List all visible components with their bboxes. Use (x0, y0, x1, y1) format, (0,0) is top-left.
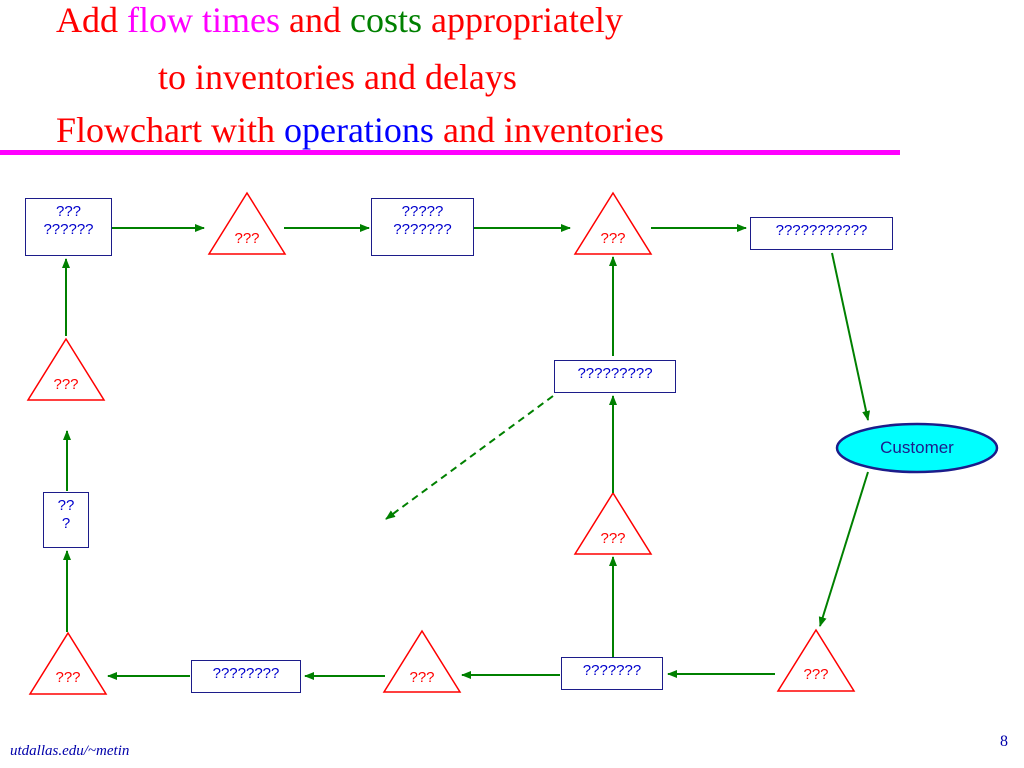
box-text: ?? (57, 497, 75, 514)
page-number: 8 (1000, 733, 1008, 750)
title-segment: flow times (127, 0, 280, 40)
box-text: ??????? (582, 662, 642, 679)
triangle-label-top-2: ??? (600, 230, 626, 247)
inventory-triangle-mid-right (573, 491, 653, 555)
operation-box-left-small: ?? ? (43, 492, 89, 548)
operation-box-mid-right: ????????? (554, 360, 676, 393)
customer-ellipse (835, 422, 999, 474)
box-text: ????? (401, 203, 444, 220)
operation-box-top-middle: ????? ??????? (371, 198, 474, 256)
triangle-label-top-1: ??? (234, 230, 260, 247)
title-underline (0, 150, 900, 155)
box-text: ??????? (393, 221, 452, 238)
title-segment: and (279, 0, 350, 40)
box-text: ? (61, 515, 71, 532)
inventory-triangle-top-1 (207, 191, 287, 255)
title-line-3: Flowchart with operations and inventorie… (56, 110, 664, 150)
box-text: ??????????? (775, 222, 868, 239)
dashed-arrow (385, 395, 554, 520)
triangle-label-bottom-right: ??? (803, 666, 829, 683)
inventory-triangle-bottom-right (776, 628, 856, 692)
title-segment: Flowchart with (56, 110, 284, 150)
inventory-triangle-bottom-left (28, 631, 108, 695)
arrow (818, 471, 869, 627)
inventory-triangle-left-upper (26, 337, 106, 401)
title-segment: to inventories and delays (158, 57, 517, 97)
footer-source: utdallas.edu/~metin (10, 743, 130, 759)
box-text: ???????? (212, 665, 280, 682)
triangle-label-left-upper: ??? (53, 376, 79, 393)
inventory-triangle-bottom-middle (382, 629, 462, 693)
arrow (831, 252, 871, 421)
operation-box-top-right: ??????????? (750, 217, 893, 250)
title-segment: and inventories (433, 110, 664, 150)
inventory-triangle-top-2 (573, 191, 653, 255)
triangle-label-bottom-left: ??? (55, 669, 81, 686)
box-text: ??? (55, 203, 82, 220)
title-line-1: Add flow times and costs appropriately (56, 0, 623, 40)
operation-box-bottom-right: ??????? (561, 657, 663, 690)
title-segment: costs (349, 0, 422, 40)
title-segment: appropriately (421, 0, 623, 40)
box-text: ????????? (577, 365, 653, 382)
operation-box-bottom-left: ???????? (191, 660, 301, 693)
triangle-label-bottom-middle: ??? (409, 669, 435, 686)
customer-label: Customer (880, 438, 954, 457)
title-line-2: to inventories and delays (158, 57, 517, 97)
title-segment: Add (56, 0, 127, 40)
operation-box-top-left: ??? ?????? (25, 198, 112, 256)
box-text: ?????? (43, 221, 94, 238)
title-segment: operations (283, 110, 434, 150)
triangle-label-mid-right: ??? (600, 530, 626, 547)
